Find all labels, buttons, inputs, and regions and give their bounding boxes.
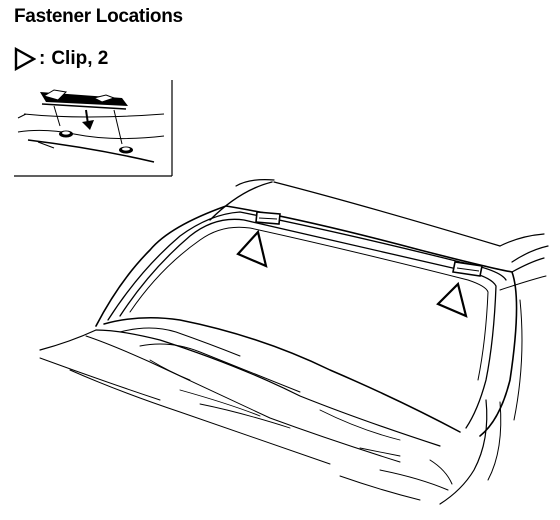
triangle-marker-icon [14, 47, 36, 71]
clip-part [40, 89, 128, 110]
clip-marker-1-icon [236, 229, 268, 268]
legend: : Clip, 2 [14, 46, 108, 72]
clip-location-2 [452, 261, 483, 277]
clip-detail-inset [14, 80, 173, 177]
legend-colon: : [39, 48, 46, 69]
clip-location-1 [255, 211, 281, 225]
clip-marker-2-icon [436, 281, 468, 318]
page-title: Fastener Locations [14, 6, 183, 27]
legend-label: Clip, 2 [51, 48, 109, 69]
